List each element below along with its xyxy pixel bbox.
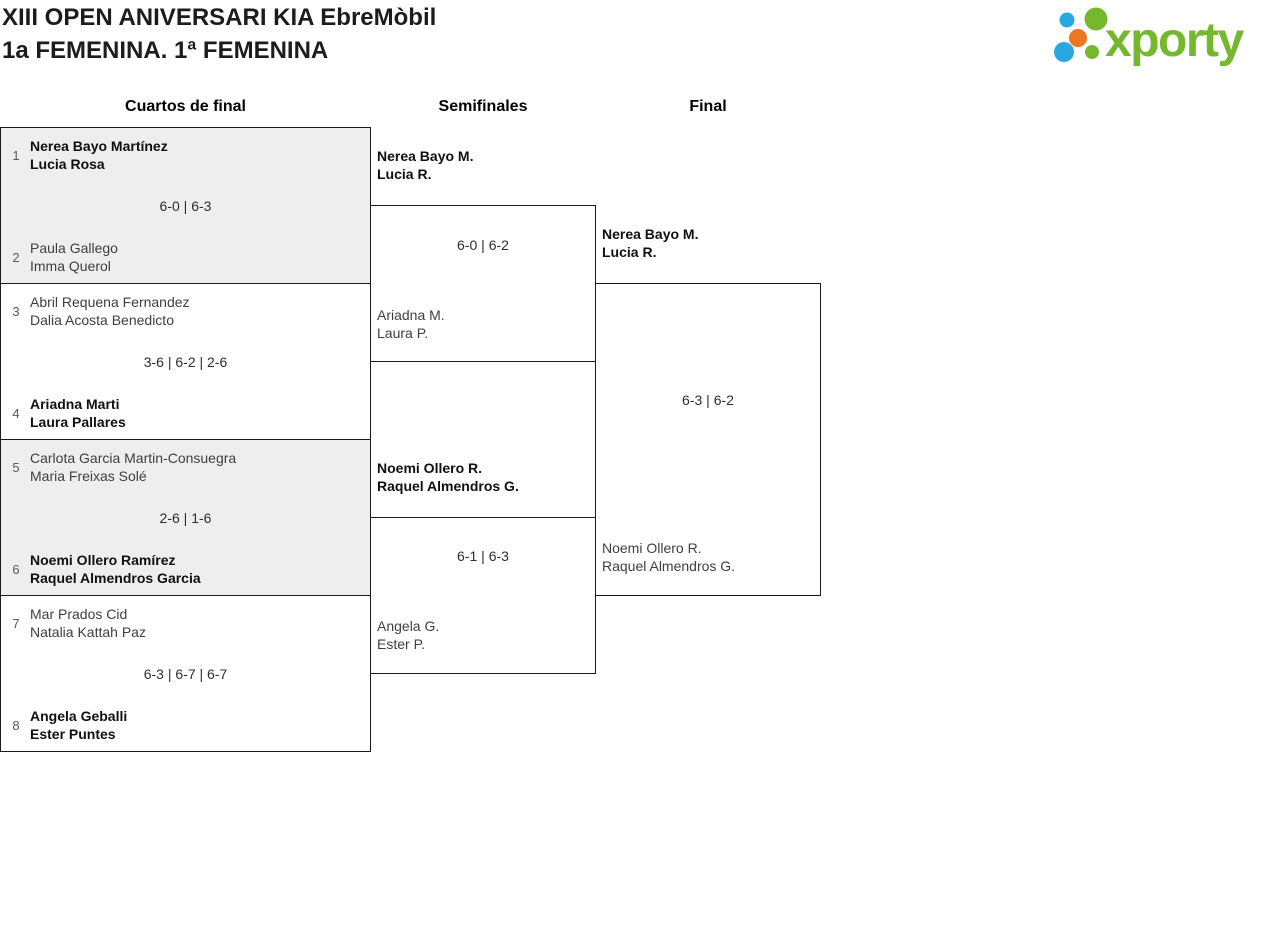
team-entry: 4 Ariadna Marti Laura Pallares: [9, 395, 364, 431]
seed-number: 6: [12, 561, 20, 577]
player-name: Nerea Bayo M.: [377, 148, 474, 164]
player-name: Raquel Almendros Garcia: [30, 570, 201, 586]
team-entry: 8 Angela Geballi Ester Puntes: [9, 707, 364, 743]
team-entry: Nerea Bayo M. Lucia R.: [602, 225, 698, 261]
match-score: 6-3 | 6-7 | 6-7: [143, 665, 228, 682]
player-name: Angela G.: [377, 618, 440, 634]
player-name: Abril Requena Fernandez: [30, 294, 190, 310]
team-entry: Noemi Ollero R. Raquel Almendros G.: [602, 539, 735, 575]
page-title: XIII OPEN ANIVERSARI KIA EbreMòbil 1a FE…: [2, 1, 436, 67]
logo-dot-blue-small-icon: [1059, 12, 1075, 28]
player-name: Noemi Ollero Ramírez: [30, 552, 176, 568]
player-name: Maria Freixas Solé: [30, 468, 147, 484]
logo-wordmark: xporty: [1105, 14, 1245, 67]
team-entry: Noemi Ollero R. Raquel Almendros G.: [377, 459, 519, 495]
logo-dot-green-small-icon: [1085, 45, 1099, 59]
player-name: Ariadna M.: [377, 307, 445, 323]
player-name: Ariadna Marti: [30, 396, 120, 412]
team-entry: 5 Carlota Garcia Martin-Consuegra Maria …: [9, 449, 364, 485]
match-score: 6-3 | 6-2: [682, 392, 734, 408]
match-box-final: [595, 283, 821, 596]
logo-dot-orange-icon: [1069, 29, 1087, 47]
match-score: 3-6 | 6-2 | 2-6: [143, 353, 228, 370]
match-score: 6-0 | 6-3: [159, 197, 212, 214]
player-name: Paula Gallego: [30, 240, 118, 256]
player-name: Imma Querol: [30, 258, 111, 274]
team-entry: 2 Paula Gallego Imma Querol: [9, 239, 364, 275]
player-name: Ester P.: [377, 636, 425, 652]
team-entry: Nerea Bayo M. Lucia R.: [377, 147, 473, 183]
player-name: Dalia Acosta Benedicto: [30, 312, 174, 328]
team-entry: 3 Abril Requena Fernandez Dalia Acosta B…: [9, 293, 364, 329]
player-name: Natalia Kattah Paz: [30, 624, 146, 640]
seed-number: 5: [12, 459, 20, 475]
round-header-final: Final: [689, 98, 727, 115]
player-name: Raquel Almendros G.: [602, 558, 736, 574]
player-name: Lucia R.: [602, 244, 657, 260]
team-entry: 6 Noemi Ollero Ramírez Raquel Almendros …: [9, 551, 364, 587]
seed-number: 1: [12, 147, 20, 163]
team-entry: Angela G. Ester P.: [377, 617, 439, 653]
player-name: Lucia R.: [377, 166, 432, 182]
player-name: Raquel Almendros G.: [377, 478, 519, 494]
team-entry: 7 Mar Prados Cid Natalia Kattah Paz: [9, 605, 364, 641]
logo-dot-blue-large-icon: [1054, 42, 1074, 62]
player-name: Laura P.: [377, 325, 429, 341]
category-title: 1a FEMENINA. 1ª FEMENINA: [2, 37, 329, 64]
player-name: Lucia Rosa: [30, 156, 105, 172]
round-header-semifinals: Semifinales: [438, 98, 528, 115]
player-name: Noemi Ollero R.: [602, 540, 702, 556]
player-name: Noemi Ollero R.: [377, 460, 483, 476]
seed-number: 3: [12, 303, 20, 319]
player-name: Nerea Bayo Martínez: [30, 138, 168, 154]
match-box-qf4: 7 Mar Prados Cid Natalia Kattah Paz 6-3 …: [0, 595, 371, 752]
match-score: 6-1 | 6-3: [457, 548, 509, 564]
seed-number: 4: [12, 405, 20, 421]
tournament-title: XIII OPEN ANIVERSARI KIA EbreMòbil: [2, 4, 437, 31]
player-name: Ester Puntes: [30, 726, 116, 742]
match-box-qf1: 1 Nerea Bayo Martínez Lucia Rosa 6-0 | 6…: [0, 127, 371, 284]
seed-number: 7: [12, 615, 20, 631]
team-entry: 1 Nerea Bayo Martínez Lucia Rosa: [9, 137, 364, 173]
round-header-quarterfinals: Cuartos de final: [125, 98, 246, 115]
team-entry: Ariadna M. Laura P.: [377, 306, 445, 342]
player-name: Carlota Garcia Martin-Consuegra: [30, 450, 237, 466]
xporty-logo[interactable]: xporty: [1045, 0, 1280, 78]
match-box-qf3: 5 Carlota Garcia Martin-Consuegra Maria …: [0, 439, 371, 596]
match-score: 6-0 | 6-2: [457, 237, 509, 253]
player-name: Mar Prados Cid: [30, 606, 128, 622]
logo-dot-green-large-icon: [1084, 7, 1108, 31]
player-name: Nerea Bayo M.: [602, 226, 699, 242]
player-name: Angela Geballi: [30, 708, 128, 724]
seed-number: 2: [12, 249, 20, 265]
player-name: Laura Pallares: [30, 414, 126, 430]
match-box-qf2: 3 Abril Requena Fernandez Dalia Acosta B…: [0, 283, 371, 440]
seed-number: 8: [12, 717, 20, 733]
match-score: 2-6 | 1-6: [159, 509, 212, 526]
